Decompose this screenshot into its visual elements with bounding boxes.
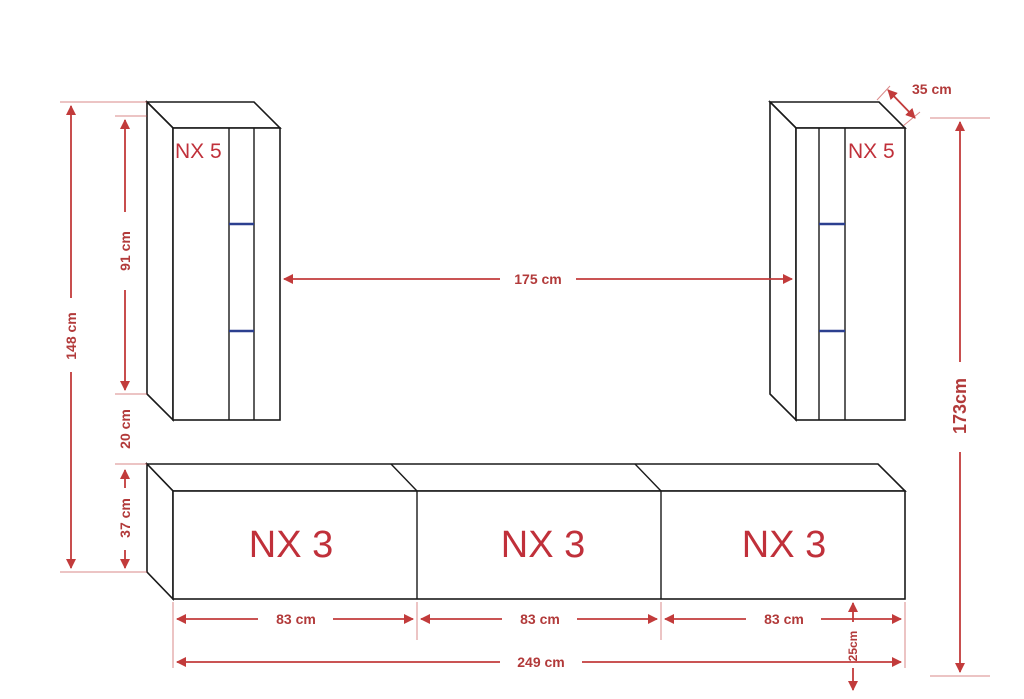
unit-label-bottom-1: NX 3: [249, 524, 333, 566]
dim-83-a: 83 cm: [276, 611, 316, 627]
dim-83-c: 83 cm: [764, 611, 804, 627]
unit-label-bottom-2: NX 3: [501, 524, 585, 566]
dim-25: 25cm: [846, 631, 860, 662]
dim-175: 175 cm: [514, 271, 561, 287]
dim-173: 173cm: [950, 378, 970, 434]
dim-83-b: 83 cm: [520, 611, 560, 627]
dim-20: 20 cm: [117, 409, 133, 449]
dim-249: 249 cm: [517, 654, 564, 670]
unit-label-bottom-3: NX 3: [742, 524, 826, 566]
dim-148: 148 cm: [63, 312, 79, 359]
dim-91: 91 cm: [117, 231, 133, 271]
unit-label-right: NX 5: [848, 140, 895, 163]
bottom-low-cabinet: NX 3 NX 3 NX 3: [145, 462, 907, 601]
dim-37: 37 cm: [117, 498, 133, 538]
unit-label-left: NX 5: [175, 140, 222, 163]
spacing-dimension: 175 cm: [283, 271, 793, 287]
right-tall-cabinet: NX 5: [768, 100, 907, 422]
left-dimensions: 148 cm 91 cm 20 cm 37 cm: [60, 101, 147, 573]
depth-dimension: 35 cm: [876, 81, 952, 127]
right-height-dimension: 173cm: [930, 117, 990, 677]
dim-35: 35 cm: [912, 81, 952, 97]
left-tall-cabinet: NX 5: [145, 100, 282, 422]
bottom-width-dimensions: 83 cm 83 cm 83 cm 249 cm 25cm: [172, 602, 906, 691]
